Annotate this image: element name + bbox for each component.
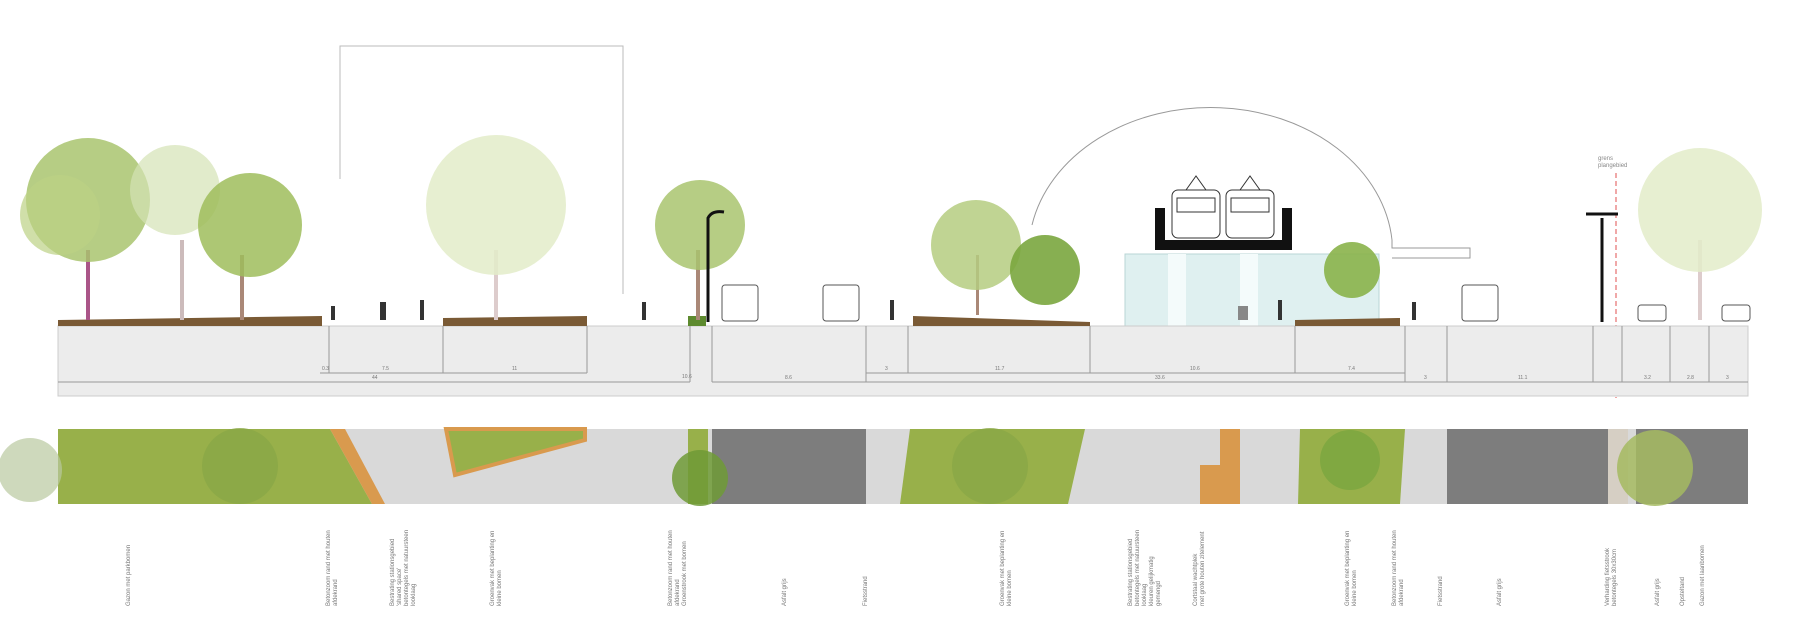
plan-asphalt — [1447, 429, 1622, 504]
tree-icon — [20, 138, 150, 320]
dimension-label: 10.6 — [1190, 366, 1200, 372]
dimension-label: 3.2 — [1644, 375, 1651, 381]
street-light-icon — [1586, 212, 1618, 322]
tree-icon — [198, 173, 302, 320]
tree-icon — [952, 428, 1028, 504]
dimension-label: 3 — [1424, 375, 1427, 381]
tree-icon — [1320, 430, 1380, 490]
plan-bench — [1220, 429, 1240, 504]
plan-label: Verharding fietsstrook betontegels 30x30… — [1605, 547, 1618, 606]
plan-label: Groenvak met beplanting en kleine bomen — [490, 530, 503, 606]
plan-boundary-label: grens plangebied — [1598, 156, 1628, 169]
plan-label: Opsteltand — [1680, 576, 1686, 606]
plan-label: Bestrating stationsgebied betontegels me… — [1128, 529, 1162, 606]
dimension-labels-lower: 44 8.6 33.6 3 11.1 3.2 2.8 3 — [372, 375, 1729, 381]
person-icon — [331, 300, 1416, 320]
tree-icon — [0, 438, 62, 502]
tree-icon — [130, 145, 220, 320]
plan-label: Betonzoom rand met houten afdekrand — [326, 530, 339, 606]
dimension-label: 0.3 — [322, 366, 329, 372]
dimension-label: 3 — [1726, 375, 1729, 381]
plan-asphalt — [712, 429, 866, 504]
dimension-label: 8.6 — [785, 375, 792, 381]
plan-label: Cortstaal wachtplek met grote houten zit… — [1193, 531, 1206, 606]
plan-label: Betonzoom rand met houten afdekrand Groe… — [668, 530, 688, 606]
street-light-icon — [706, 210, 725, 322]
plan-label: Fietsstrand — [1438, 576, 1444, 606]
tram-platform — [1155, 208, 1292, 250]
bus-icon — [721, 284, 1499, 322]
dimension-label: 10.6 — [682, 374, 692, 380]
section-ground — [57, 325, 1749, 397]
section-dividers — [328, 326, 1710, 382]
dimension-label: 11.7 — [995, 366, 1005, 372]
plan-label: Gazon met laanbomen — [1700, 545, 1706, 606]
tree-icon — [1638, 148, 1762, 320]
dimension-label: 33.6 — [1155, 375, 1165, 381]
plan-label: Asfalt grijs — [782, 578, 788, 606]
plan-label: Groenvak met beplanting en kleine bomen — [1000, 530, 1013, 606]
plan-label: Asfalt grijs — [1497, 578, 1503, 606]
tree-icon — [672, 450, 728, 506]
plan-label: Fietsstrand — [863, 576, 869, 606]
tram-icon — [1171, 175, 1275, 239]
planters — [58, 316, 1400, 326]
section-trees — [20, 135, 1762, 320]
plan-bench — [1200, 465, 1222, 504]
dimension-label: 11.1 — [1518, 375, 1528, 381]
plan-planter — [443, 427, 587, 478]
car-icon — [1637, 304, 1751, 322]
building-outline — [339, 45, 624, 294]
plan-label: Bestrating stationsgebied 'shared space'… — [390, 529, 417, 606]
dimension-label: 7.5 — [382, 366, 389, 372]
plan-label: Groenvak met beplanting en kleine bomen — [1345, 530, 1358, 606]
tree-icon — [655, 180, 745, 320]
plan-label: Gazon met parkbomen — [126, 544, 132, 606]
dimension-label: 7.4 — [1348, 366, 1355, 372]
dimension-labels-upper: 0.3 7.5 11 10.6 3 11.7 10.6 7.4 — [322, 366, 1355, 380]
tree-icon — [426, 135, 566, 320]
dimension-label: 44 — [372, 375, 378, 381]
dimension-label: 11 — [512, 366, 517, 372]
dimension-label: 3 — [885, 366, 888, 372]
plan-wood-edge — [330, 429, 385, 504]
glass-pillar — [1168, 254, 1186, 326]
plan-label: Asfalt grijs — [1655, 578, 1661, 606]
tree-icon — [1324, 242, 1380, 298]
tree-icon — [1010, 235, 1080, 305]
tree-icon — [931, 200, 1021, 315]
dimension-label: 2.8 — [1687, 375, 1694, 381]
plan-strip — [0, 427, 1748, 506]
plan-label: Betonzoom rand met houten afdekrand — [1392, 530, 1405, 606]
tree-icon — [1617, 430, 1693, 506]
station-arch — [1031, 107, 1471, 259]
tree-icon — [202, 428, 278, 504]
